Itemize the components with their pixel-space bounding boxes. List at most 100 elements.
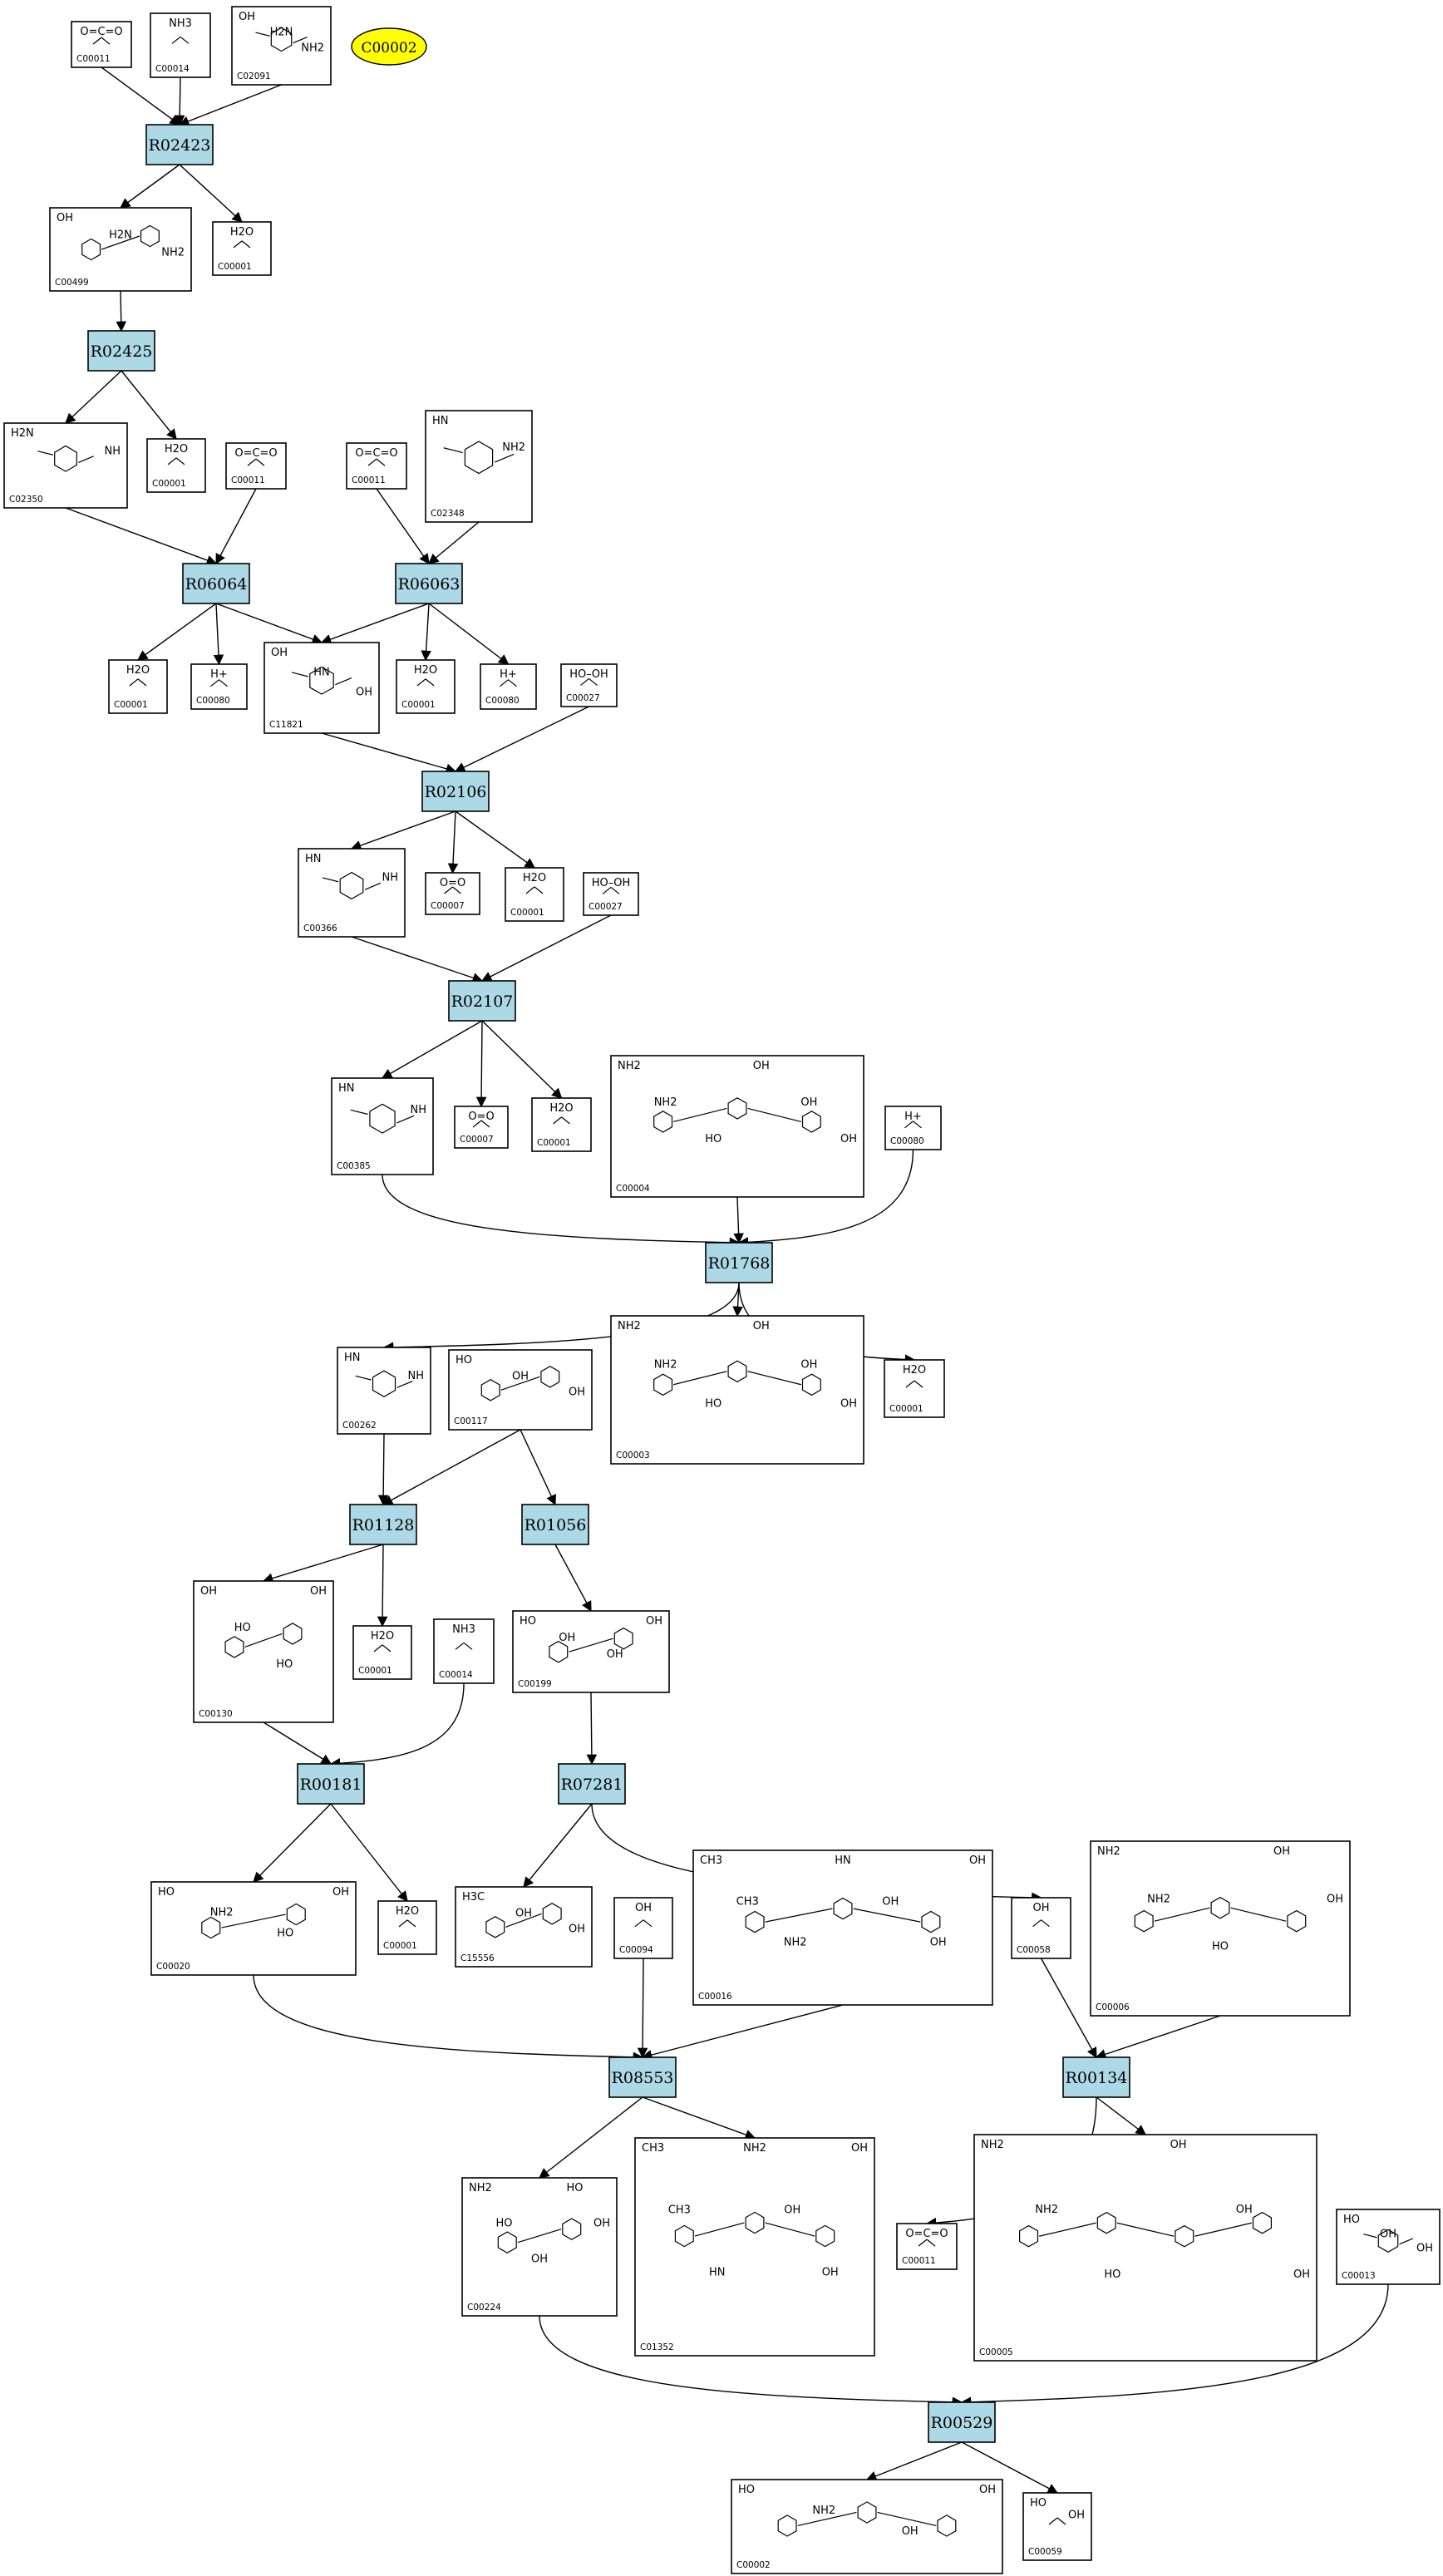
reaction-node-R06063[interactable]: R06063 xyxy=(395,563,463,604)
edge-R00181-to-c00020 xyxy=(253,1803,332,1883)
reaction-node-R01768[interactable]: R01768 xyxy=(705,1242,773,1283)
target-compound-node[interactable]: C00002 xyxy=(351,27,427,66)
reaction-box xyxy=(1062,2056,1130,2098)
compound-node-c00080b[interactable]: H+C00080 xyxy=(480,663,537,710)
compound-id-label: C00001 xyxy=(358,1666,392,1676)
atom-group-label: OH xyxy=(1170,2139,1187,2151)
compound-node-c00080a[interactable]: H+C00080 xyxy=(190,663,248,710)
reaction-node-R01128[interactable]: R01128 xyxy=(349,1504,417,1545)
atom-group-label: OH xyxy=(784,2204,800,2217)
reaction-node-R00529[interactable]: R00529 xyxy=(928,2401,996,2443)
edge-R00529-to-c00002 xyxy=(865,2441,963,2481)
atom-group-label: OH xyxy=(1273,1845,1290,1858)
compound-box xyxy=(150,12,211,78)
compound-box xyxy=(692,1849,993,2006)
edge-c00016-to-R08553 xyxy=(641,2004,844,2061)
compound-id-label: C00014 xyxy=(439,1670,473,1680)
structure-sketch xyxy=(201,1903,306,1939)
reaction-node-R01056[interactable]: R01056 xyxy=(521,1504,589,1545)
compound-id-label: C00001 xyxy=(383,1941,417,1951)
reaction-id-label: R01056 xyxy=(525,1516,587,1534)
reaction-node-R02425[interactable]: R02425 xyxy=(87,330,155,372)
compound-box xyxy=(1090,1840,1351,2017)
compound-id-label: C02348 xyxy=(431,509,465,519)
structure-sketch xyxy=(373,1644,392,1652)
reaction-box xyxy=(182,563,250,604)
structure-sketch xyxy=(322,871,382,900)
reaction-node-R00181[interactable]: R00181 xyxy=(297,1763,365,1805)
reaction-node-R07281[interactable]: R07281 xyxy=(558,1763,626,1805)
edge-c00006-to-R00134 xyxy=(1095,2015,1221,2060)
reaction-node-R02106[interactable]: R02106 xyxy=(421,771,490,812)
structure-sketch xyxy=(497,2218,582,2253)
atom-group-label: OH xyxy=(840,1133,857,1145)
reaction-node-R00134[interactable]: R00134 xyxy=(1062,2056,1130,2098)
structure-sketch xyxy=(255,27,308,52)
reaction-node-R02423[interactable]: R02423 xyxy=(145,124,214,165)
reaction-node-R02107[interactable]: R02107 xyxy=(448,980,516,1022)
compound-id-label: C00059 xyxy=(1028,2547,1062,2557)
edge-c00130-to-R00181 xyxy=(263,1721,332,1765)
reaction-id-label: R02425 xyxy=(91,342,153,361)
atom-group-label: OH xyxy=(930,1937,947,1949)
atom-group-label: OH xyxy=(1236,2204,1253,2216)
compound-box xyxy=(1336,2209,1441,2285)
atom-group-label: HO xyxy=(277,1927,293,1939)
atom-group-label: HN xyxy=(338,1082,355,1095)
reaction-node-R08553[interactable]: R08553 xyxy=(608,2056,677,2098)
atom-group-label: OH xyxy=(635,1902,652,1914)
edge-R02425-to-c02350 xyxy=(65,370,122,424)
atom-group-label: OH xyxy=(515,1907,532,1919)
reaction-node-R06064[interactable]: R06064 xyxy=(182,563,250,604)
atom-group-label: NH2 xyxy=(654,1096,677,1109)
compound-node-c00080c[interactable]: H+C00080 xyxy=(884,1106,942,1150)
atom-group-label: H2O xyxy=(523,872,546,884)
atom-group-label: HO xyxy=(1343,2214,1360,2226)
atom-group-label: OH xyxy=(851,2142,868,2155)
